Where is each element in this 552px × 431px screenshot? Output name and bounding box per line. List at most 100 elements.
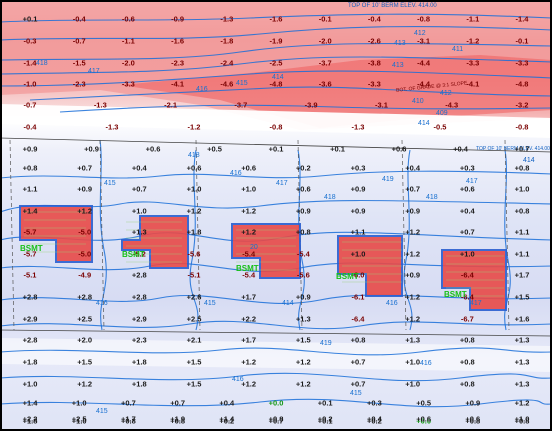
grade-value: +1.2 — [241, 227, 257, 237]
grade-value: +2.3 — [131, 335, 147, 345]
grade-value: +0.7 — [350, 357, 366, 367]
grade-value: +1.7 — [514, 270, 530, 280]
contour-elevation-label: 413 — [392, 62, 404, 69]
grade-value: -4.1 — [466, 79, 480, 89]
grade-value: +1.2 — [405, 292, 421, 302]
contour-elevation-label: 416 — [230, 170, 242, 177]
grade-value: +1.2 — [405, 314, 421, 324]
street-band — [0, 338, 552, 372]
grade-value: +1.2 — [295, 379, 311, 389]
grade-value: -0.4 — [23, 122, 37, 132]
grade-value: +1.8 — [186, 227, 202, 237]
grade-value: +0.9 — [22, 144, 38, 154]
grade-value: +1.0 — [22, 379, 38, 389]
contour-elevation-label: 416 — [386, 300, 398, 307]
grade-value: -1.4 — [23, 58, 37, 68]
contour-elevation-label: 413 — [394, 40, 406, 47]
grade-value: +1.0 — [514, 414, 530, 424]
grade-value: +1.0 — [405, 357, 421, 367]
grade-value: -0.5 — [433, 122, 447, 132]
grade-value: -1.1 — [466, 14, 480, 24]
grade-value: -6.7 — [460, 314, 474, 324]
grade-value: -0.4 — [72, 14, 86, 24]
grade-value: +1.7 — [120, 414, 136, 424]
grade-value: +1.5 — [295, 335, 311, 345]
grade-value: -5.2 — [132, 249, 146, 259]
contour-elevation-label: 419 — [382, 176, 394, 183]
contour-elevation-label: 417 — [88, 68, 100, 75]
grade-value: +0.8 — [465, 416, 481, 426]
property-line-rear — [0, 137, 552, 153]
grade-value: -4.8 — [515, 79, 529, 89]
grade-value: +0.8 — [514, 163, 530, 173]
contour-line-16 — [99, 139, 107, 331]
grade-value: +1.2 — [241, 357, 257, 367]
grade-value: -1.4 — [515, 14, 529, 24]
grade-value: -2.0 — [318, 36, 332, 46]
grade-value: +0.3 — [459, 163, 475, 173]
grade-value: -5.4 — [242, 249, 256, 259]
contour-line-4 — [0, 70, 552, 87]
grade-value: +0.7 — [131, 184, 147, 194]
contour-line-19 — [403, 149, 413, 331]
contour-line-18 — [297, 149, 305, 331]
grade-value: +2.8 — [22, 335, 38, 345]
grade-value: +0.2 — [366, 416, 382, 426]
contour-elevation-label: 417 — [276, 180, 288, 187]
lot-line-1 — [99, 139, 105, 331]
grade-value: +1.6 — [514, 314, 530, 324]
grade-value: +0.8 — [459, 379, 475, 389]
grade-value: +0.9 — [295, 206, 311, 216]
grade-value: +0.6 — [186, 163, 202, 173]
contour-line-11 — [0, 294, 552, 304]
contour-line-12 — [0, 320, 552, 330]
grade-value: -4.1 — [171, 79, 185, 89]
contour-line-0 — [0, 13, 552, 23]
grade-value: +1.0 — [131, 206, 147, 216]
contour-elevation-label: 418 — [426, 194, 438, 201]
grade-value: -5.7 — [23, 227, 37, 237]
grade-value: +1.9 — [170, 414, 185, 424]
grade-value: -0.4 — [367, 14, 381, 24]
grade-value: +0.6 — [241, 163, 257, 173]
house-pad-2 — [121, 215, 189, 269]
grade-value: +0.0 — [268, 398, 284, 408]
contour-line-13 — [0, 347, 552, 356]
grade-value: +0.8 — [295, 227, 311, 237]
grade-value: +0.4 — [453, 144, 468, 154]
grade-value: +0.7 — [514, 144, 530, 154]
grade-value: +1.3 — [405, 335, 421, 345]
grade-value: +1.0 — [459, 249, 475, 259]
grade-value: -1.3 — [220, 14, 234, 24]
grade-value: +0.8 — [459, 357, 475, 367]
contour-elevation-label: 416 — [196, 86, 208, 93]
grade-value: -3.8 — [367, 58, 381, 68]
grade-value: +2.9 — [131, 314, 147, 324]
grade-value: +0.1 — [22, 14, 38, 24]
grade-value: -3.3 — [515, 58, 529, 68]
grade-value: +0.6 — [295, 184, 311, 194]
grade-value: -1.5 — [72, 58, 86, 68]
grade-value: +1.2 — [241, 206, 257, 216]
grade-value: -2.3 — [72, 79, 86, 89]
contour-elevation-label: 415 — [96, 408, 108, 415]
grade-value: +0.9 — [84, 144, 99, 154]
grade-value: -5.4 — [296, 249, 310, 259]
grade-value: +0.4 — [459, 206, 475, 216]
grade-value: -0.8 — [515, 122, 529, 132]
grade-value: -3.7 — [234, 100, 248, 110]
grade-value: -5.6 — [187, 249, 201, 259]
grade-value: -1.2 — [466, 36, 480, 46]
contour-elevation-label: 418 — [188, 152, 200, 159]
grade-value: +1.5 — [186, 379, 202, 389]
contour-elevation-label: 409 — [436, 110, 448, 117]
contour-line-15 — [0, 398, 552, 408]
grade-value: +0.5 — [207, 144, 222, 154]
grade-value: -3.3 — [121, 79, 135, 89]
contour-elevation-label: 412 — [440, 90, 452, 97]
grade-value: -4.9 — [78, 270, 92, 280]
grade-value: +0.1 — [317, 416, 333, 426]
grade-value: +0.8 — [514, 416, 530, 426]
grade-value: +0.4 — [366, 414, 382, 424]
